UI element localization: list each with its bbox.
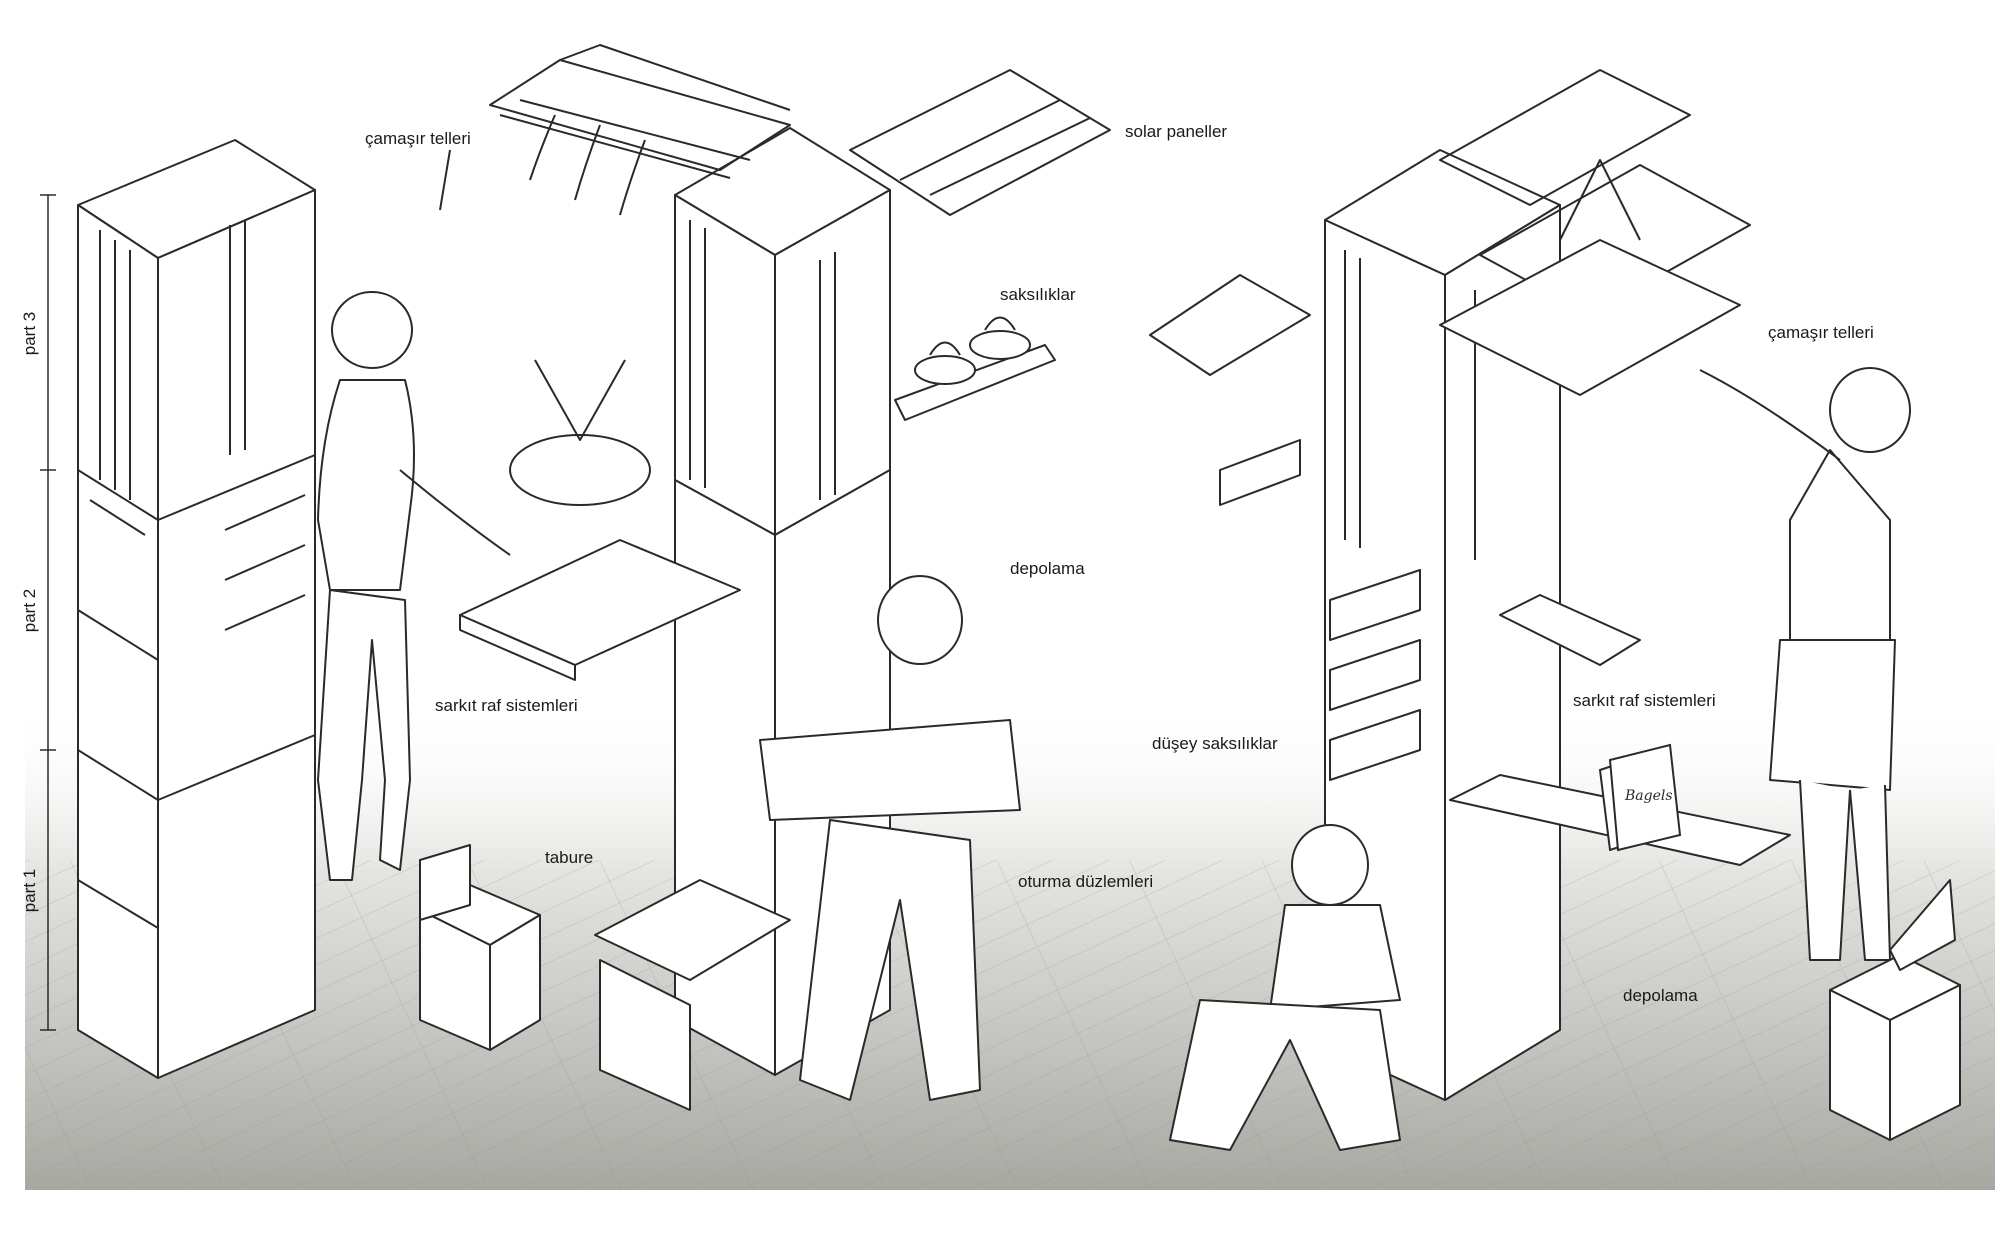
label-oturma-duzlemleri: oturma düzlemleri [1018, 872, 1154, 891]
standing-woman-figure [1699, 367, 1911, 961]
vertical-planters [1219, 439, 1421, 781]
part-3-label: part 3 [20, 311, 40, 356]
stool-with-laptop [419, 844, 541, 1051]
solar-panel-top [849, 69, 1111, 216]
part-2-label: part 2 [20, 588, 40, 633]
left-tower [77, 139, 316, 1079]
bagels-bag [1608, 743, 1682, 852]
label-dusey-saksiliklar: düşey saksılıklar [1152, 734, 1278, 753]
woman-with-plant-figure [317, 291, 511, 881]
planter-shelf [894, 316, 1056, 421]
label-saksiliklar: saksılıklar [1000, 285, 1076, 304]
label-sarkit-raf-left: sarkıt raf sistemleri [435, 696, 578, 715]
seated-reader-figure [759, 575, 1021, 1101]
clothesline-rack-left [439, 44, 791, 216]
bag-label: Bagels [1624, 788, 1673, 804]
sitting-figure-with-headphones [1169, 824, 1401, 1151]
seating-plane [594, 879, 791, 1111]
right-stool-with-laptop [1829, 879, 1961, 1141]
label-depolama-bottom: depolama [1623, 986, 1698, 1005]
part-dimension-line [40, 194, 56, 1031]
hanging-shelf-left [459, 359, 741, 681]
part-1-label: part 1 [20, 868, 40, 913]
label-camasir-telleri-right: çamaşır telleri [1768, 323, 1874, 342]
solar-panel-right [1149, 239, 1741, 396]
label-sarkit-raf-right: sarkıt raf sistemleri [1573, 691, 1716, 710]
label-tabure: tabure [545, 848, 594, 867]
label-camasir-telleri-left: çamaşır telleri [365, 129, 471, 148]
label-solar-paneller: solar paneller [1125, 122, 1228, 141]
label-depolama-top: depolama [1010, 559, 1085, 578]
